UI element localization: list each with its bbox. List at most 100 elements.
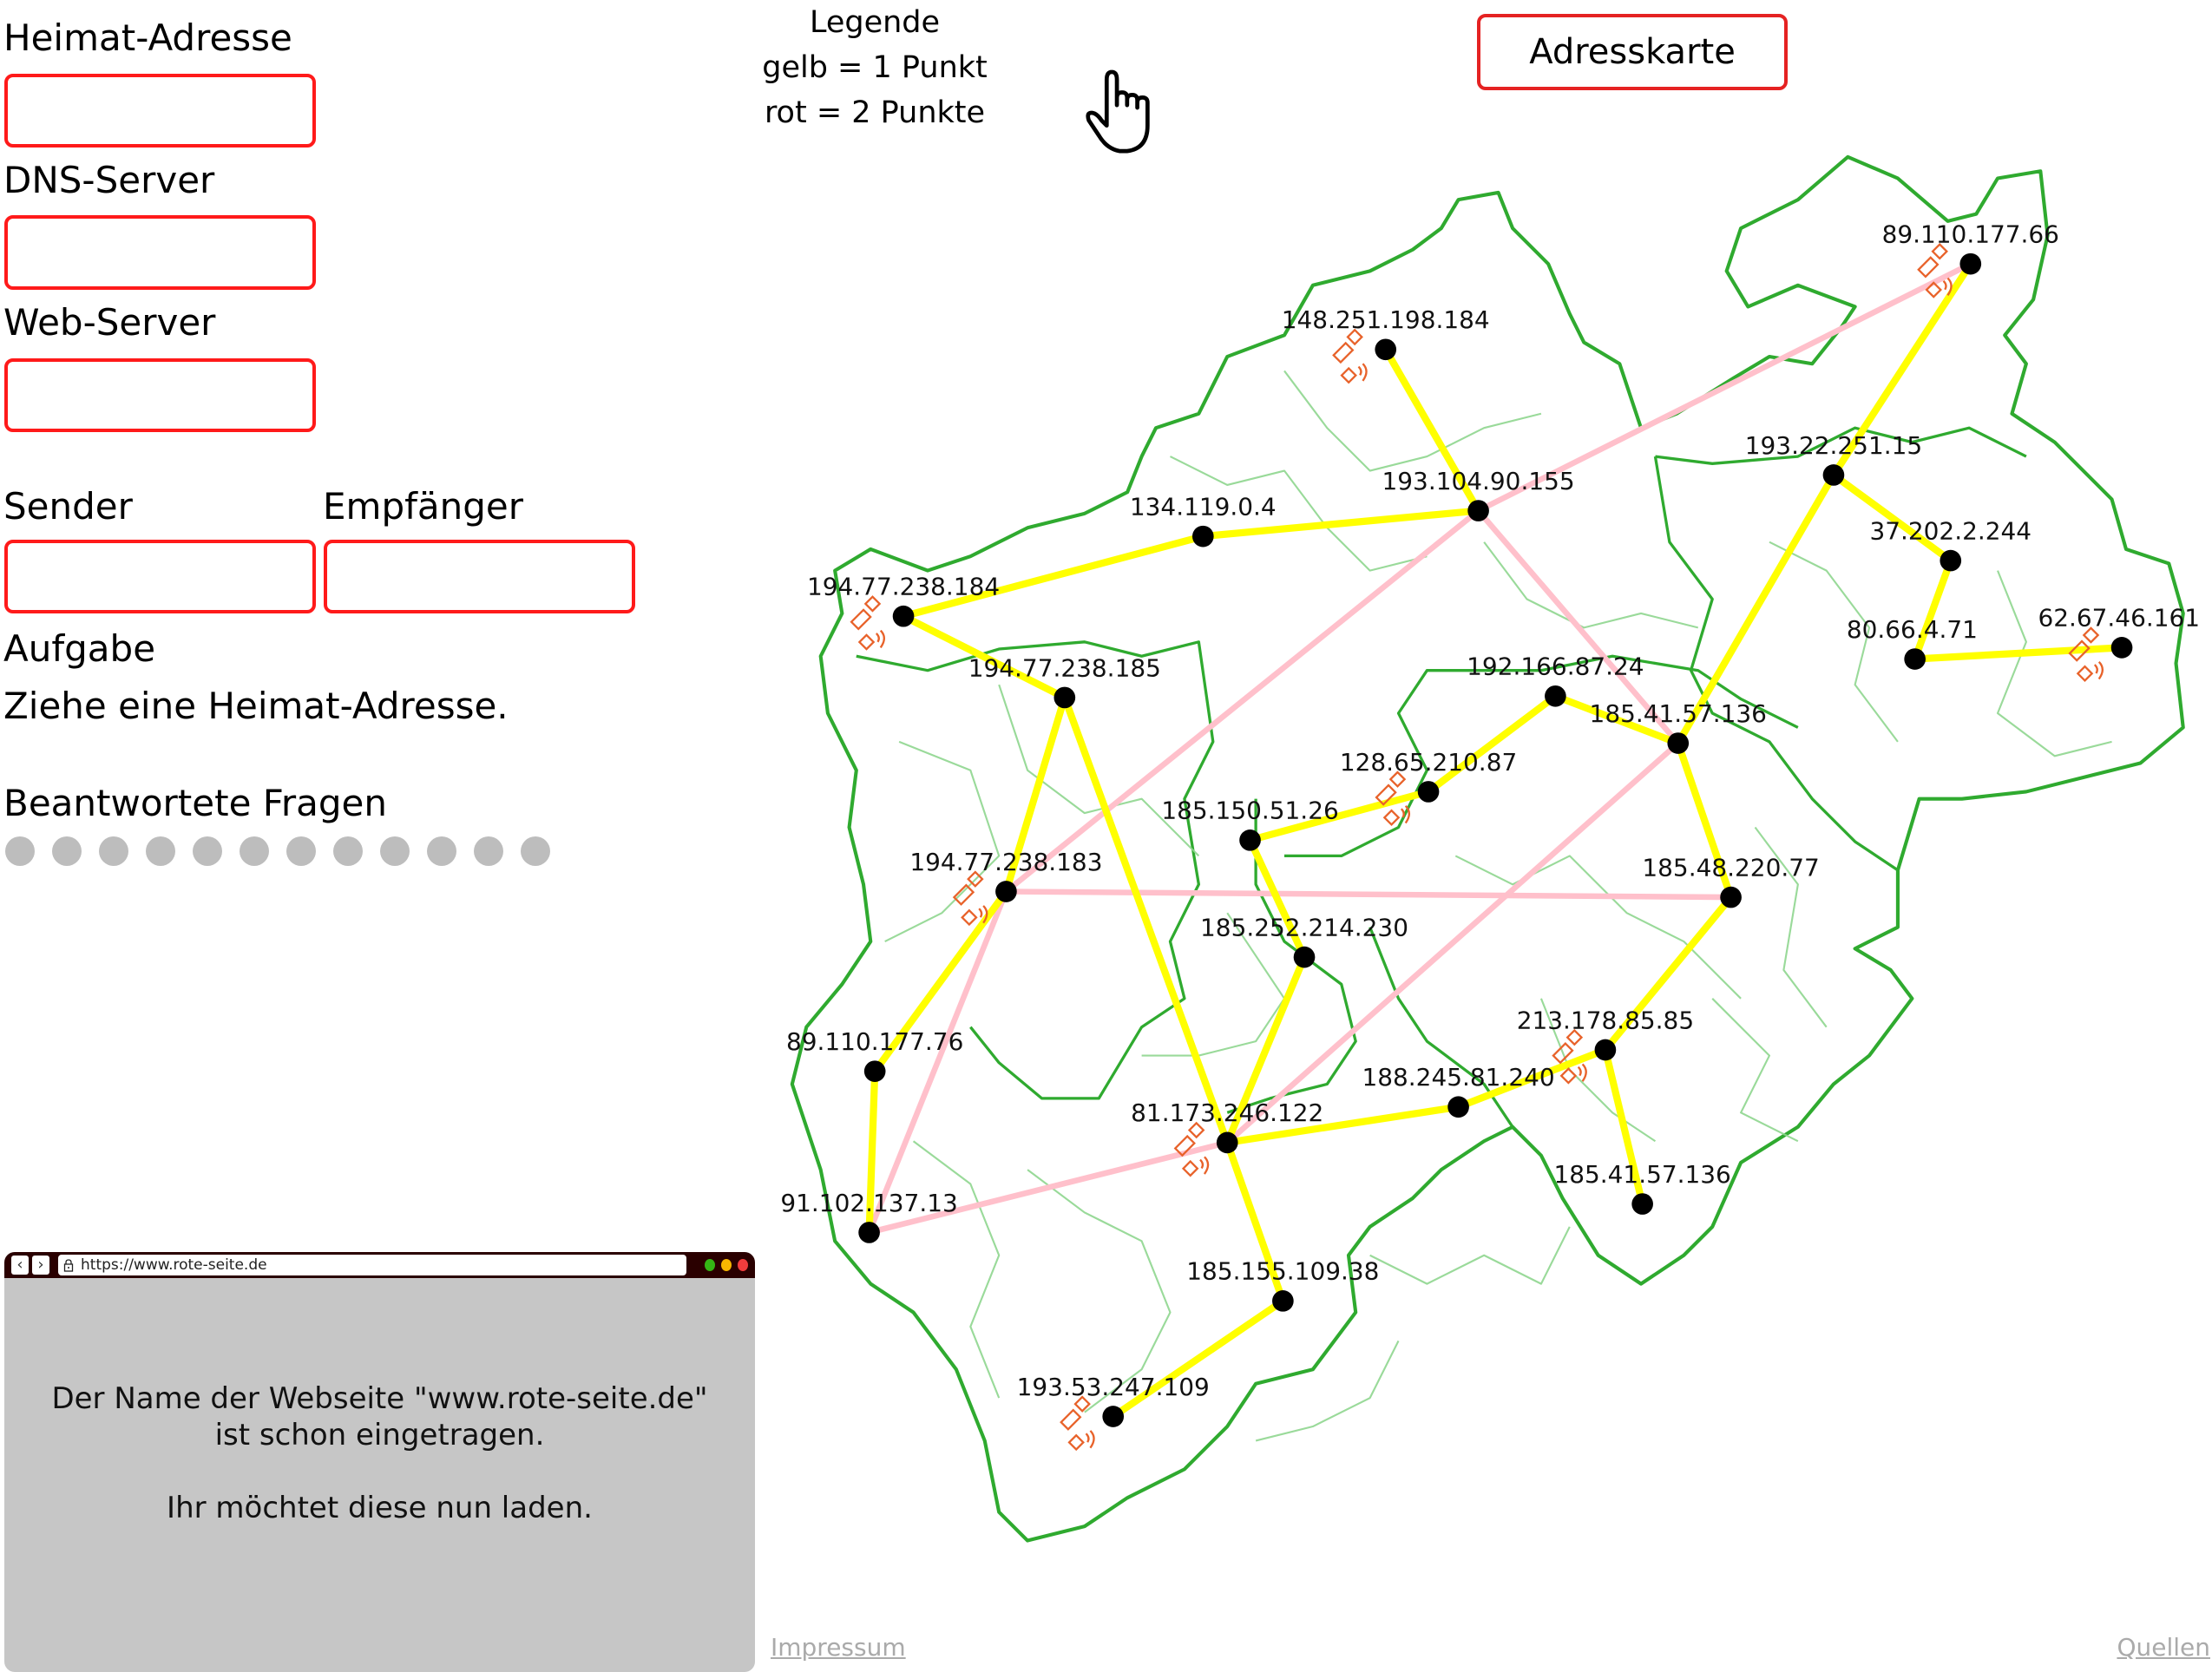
network-node[interactable] — [1720, 886, 1742, 908]
network-node[interactable] — [863, 1060, 886, 1082]
yellow-link — [1553, 692, 1680, 747]
progress-heading: Beantwortete Fragen — [3, 782, 387, 824]
ip-address-label[interactable]: 185.252.214.230 — [1200, 913, 1408, 941]
progress-dot — [427, 836, 456, 866]
browser-window: ‹ › https://www.rote-seite.de Der Name d… — [4, 1252, 755, 1672]
network-node[interactable] — [1940, 549, 1962, 572]
ip-address-label[interactable]: 193.53.247.109 — [1017, 1373, 1210, 1401]
task-text: Ziehe eine Heimat-Adresse. — [3, 685, 509, 727]
satellite-icon — [1375, 770, 1410, 827]
ip-address-label[interactable]: 185.41.57.136 — [1553, 1160, 1730, 1189]
satellite-icon — [850, 595, 885, 651]
pink-link — [1006, 888, 1731, 901]
network-node[interactable] — [1959, 252, 1982, 275]
yellow-link — [902, 613, 1067, 701]
receiver-dropzone[interactable] — [324, 540, 635, 613]
receiver-label: Empfänger — [323, 485, 524, 528]
ip-address-label[interactable]: 185.155.109.38 — [1186, 1257, 1379, 1286]
network-node[interactable] — [1667, 732, 1690, 754]
network-node[interactable] — [1904, 648, 1926, 670]
network-node[interactable] — [1594, 1039, 1617, 1061]
ip-address-label[interactable]: 91.102.137.13 — [780, 1189, 957, 1217]
network-node[interactable] — [1447, 1096, 1469, 1118]
progress-dot — [333, 836, 363, 866]
ip-address-label[interactable]: 81.173.246.122 — [1131, 1098, 1323, 1127]
ip-address-label[interactable]: 185.48.220.77 — [1642, 853, 1819, 882]
network-node[interactable] — [1467, 500, 1489, 521]
ip-address-label[interactable]: 185.150.51.26 — [1161, 797, 1338, 825]
network-node[interactable] — [1102, 1406, 1125, 1427]
dns-server-dropzone[interactable] — [4, 215, 316, 290]
ip-address-label[interactable]: 194.77.238.185 — [968, 653, 1161, 682]
yellow-link — [1202, 507, 1479, 541]
ip-address-label[interactable]: 80.66.4.71 — [1847, 615, 1978, 644]
sender-dropzone[interactable] — [4, 540, 316, 613]
back-button[interactable]: ‹ — [11, 1256, 29, 1275]
forward-button[interactable]: › — [32, 1256, 49, 1275]
ip-address-label[interactable]: 194.77.238.183 — [909, 848, 1102, 876]
ip-address-label[interactable]: 193.22.251.15 — [1745, 431, 1922, 460]
yellow-link — [1426, 693, 1558, 795]
quellen-link[interactable]: Quellen — [2117, 1633, 2210, 1662]
ip-address-label[interactable]: 148.251.198.184 — [1282, 305, 1490, 334]
legend-yellow: gelb = 1 Punkt — [762, 50, 988, 85]
ip-address-label[interactable]: 185.41.57.136 — [1590, 699, 1767, 728]
network-node[interactable] — [2110, 637, 2133, 659]
home-address-dropzone[interactable] — [4, 74, 316, 148]
yellow-link — [865, 1071, 879, 1233]
progress-dot — [193, 836, 222, 866]
satellite-icon — [1060, 1395, 1095, 1452]
address-bar[interactable]: https://www.rote-seite.de — [58, 1255, 686, 1275]
yellow-link — [1111, 1297, 1285, 1420]
network-node[interactable] — [1631, 1193, 1653, 1215]
browser-toolbar: ‹ › https://www.rote-seite.de — [4, 1252, 755, 1278]
browser-message: Der Name der Webseite "www.rote-seite.de… — [4, 1380, 755, 1526]
legend-red: rot = 2 Punkte — [764, 95, 986, 130]
window-dot-yellow — [721, 1259, 732, 1271]
address-map-button[interactable]: Adresskarte — [1477, 14, 1788, 90]
ip-address-label[interactable]: 194.77.238.184 — [807, 573, 1000, 601]
ip-address-label[interactable]: 62.67.46.161 — [2038, 604, 2200, 633]
satellite-icon — [1552, 1028, 1587, 1085]
pink-links — [866, 261, 1972, 1236]
network-node[interactable] — [1545, 685, 1566, 707]
yellow-link — [1674, 742, 1735, 899]
yellow-link — [1830, 261, 1974, 477]
sender-label: Sender — [3, 485, 133, 528]
network-node[interactable] — [858, 1222, 880, 1243]
web-server-label: Web-Server — [3, 301, 216, 344]
pink-link — [868, 1139, 1229, 1236]
ip-address-label[interactable]: 193.104.90.155 — [1382, 467, 1575, 495]
yellow-link — [1675, 473, 1837, 745]
network-node[interactable] — [1272, 1290, 1294, 1312]
network-node[interactable] — [1191, 525, 1214, 547]
ip-address-label[interactable]: 89.110.177.66 — [1882, 220, 2059, 248]
progress-dot — [521, 836, 550, 866]
network-node[interactable] — [1053, 686, 1076, 709]
ip-address-label[interactable]: 213.178.85.85 — [1517, 1006, 1694, 1034]
network-node[interactable] — [1239, 829, 1261, 851]
home-address-label: Heimat-Adresse — [3, 16, 292, 59]
satellite-icon — [1173, 1121, 1210, 1177]
satellite-icons — [850, 243, 2104, 1452]
yellow-link — [1060, 696, 1231, 1144]
yellow-link — [1382, 347, 1482, 513]
pink-link — [1004, 508, 1480, 895]
web-server-dropzone[interactable] — [4, 358, 316, 432]
ip-address-label[interactable]: 37.202.2.244 — [1869, 516, 2031, 545]
ip-address-label[interactable]: 188.245.81.240 — [1362, 1063, 1554, 1092]
ip-address-label[interactable]: 89.110.177.76 — [786, 1027, 963, 1056]
impressum-link[interactable]: Impressum — [771, 1633, 906, 1662]
network-node[interactable] — [892, 605, 915, 627]
network-node[interactable] — [1293, 946, 1316, 968]
window-dot-red — [738, 1259, 748, 1271]
network-node[interactable] — [995, 881, 1017, 902]
network-nodes — [858, 252, 2133, 1427]
network-node[interactable] — [1822, 464, 1845, 486]
ip-address-label[interactable]: 128.65.210.87 — [1340, 748, 1517, 777]
ip-address-label[interactable]: 134.119.0.4 — [1130, 492, 1277, 521]
network-node[interactable] — [1375, 338, 1397, 361]
network-node[interactable] — [1417, 781, 1440, 803]
ip-address-label[interactable]: 192.166.87.24 — [1467, 652, 1644, 681]
network-node[interactable] — [1216, 1131, 1238, 1154]
